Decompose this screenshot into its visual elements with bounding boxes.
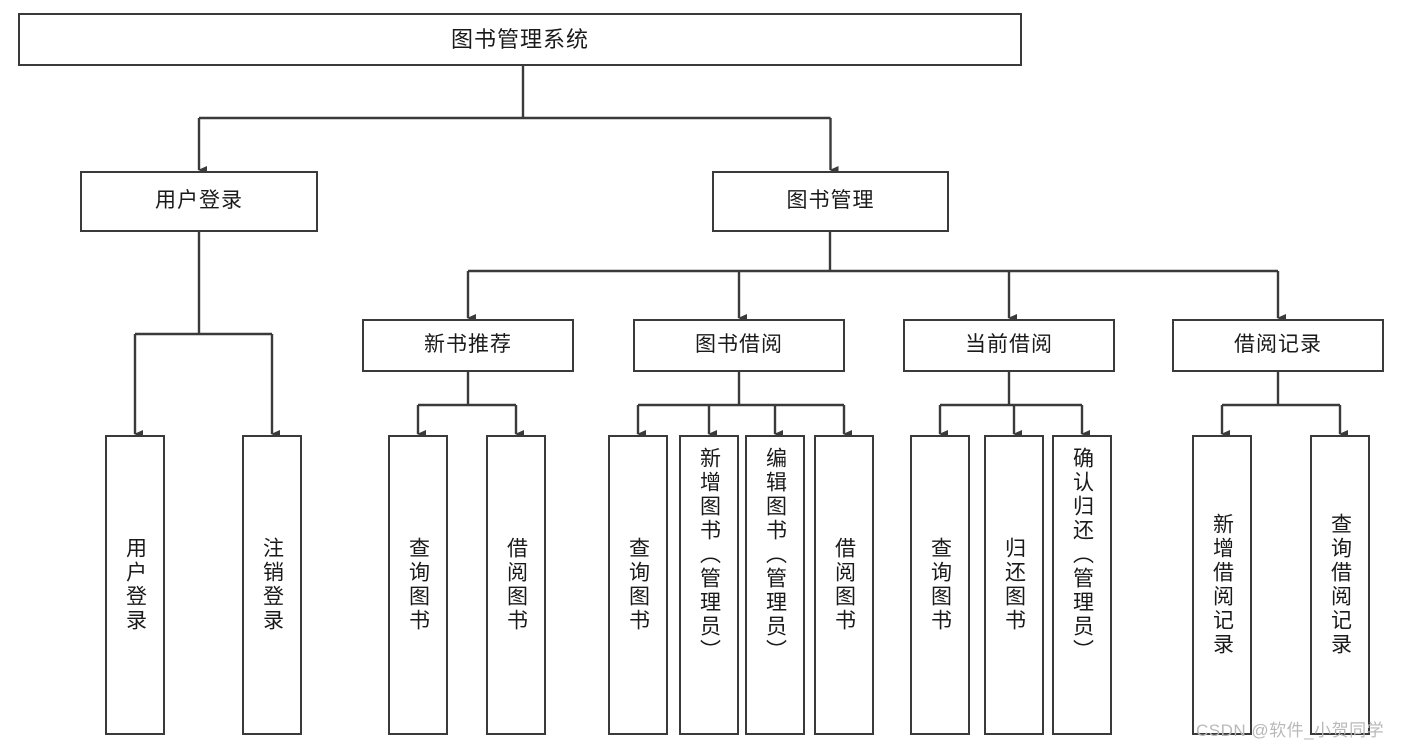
node-leaf-add-record-label: 新增借阅记录 bbox=[1210, 513, 1234, 657]
node-leaf-user-logout[interactable]: 注销登录 bbox=[242, 435, 302, 735]
node-leaf-borrow-book-rec[interactable]: 借阅图书 bbox=[486, 435, 546, 735]
node-leaf-confirm-return-label: 确认归还（管理员） bbox=[1070, 447, 1094, 663]
node-leaf-confirm-return[interactable]: 确认归还（管理员） bbox=[1052, 435, 1112, 735]
node-leaf-edit-book[interactable]: 编辑图书（管理员） bbox=[745, 435, 805, 735]
node-leaf-borrow-book[interactable]: 借阅图书 bbox=[814, 435, 874, 735]
node-current-borrow[interactable]: 当前借阅 bbox=[903, 319, 1115, 372]
node-root-label: 图书管理系统 bbox=[450, 26, 589, 52]
node-leaf-query-book-borrow[interactable]: 查询图书 bbox=[608, 435, 668, 735]
node-borrow-record[interactable]: 借阅记录 bbox=[1172, 319, 1384, 372]
node-leaf-borrow-book-label: 借阅图书 bbox=[832, 537, 856, 633]
node-leaf-edit-book-label: 编辑图书（管理员） bbox=[763, 447, 787, 663]
node-book-borrow[interactable]: 图书借阅 bbox=[633, 319, 845, 372]
node-leaf-return-book[interactable]: 归还图书 bbox=[984, 435, 1044, 735]
node-current-borrow-label: 当前借阅 bbox=[965, 333, 1053, 357]
node-leaf-query-book-cur-label: 查询图书 bbox=[928, 537, 952, 633]
node-leaf-query-record[interactable]: 查询借阅记录 bbox=[1310, 435, 1370, 735]
node-user-login[interactable]: 用户登录 bbox=[80, 171, 318, 232]
node-borrow-record-label: 借阅记录 bbox=[1234, 333, 1322, 357]
node-book-manage[interactable]: 图书管理 bbox=[712, 171, 949, 232]
node-book-manage-label: 图书管理 bbox=[786, 189, 875, 213]
node-leaf-query-book-rec[interactable]: 查询图书 bbox=[388, 435, 448, 735]
node-leaf-add-record[interactable]: 新增借阅记录 bbox=[1192, 435, 1252, 735]
node-leaf-borrow-book-rec-label: 借阅图书 bbox=[504, 537, 528, 633]
node-user-login-label: 用户登录 bbox=[155, 189, 243, 213]
node-new-book-recommend-label: 新书推荐 bbox=[424, 333, 512, 357]
node-book-borrow-label: 图书借阅 bbox=[695, 333, 783, 357]
node-leaf-query-book-borrow-label: 查询图书 bbox=[626, 537, 650, 633]
node-leaf-query-book-cur[interactable]: 查询图书 bbox=[910, 435, 970, 735]
node-leaf-user-logout-label: 注销登录 bbox=[260, 537, 284, 633]
node-leaf-user-login[interactable]: 用户登录 bbox=[105, 435, 165, 735]
node-leaf-query-book-rec-label: 查询图书 bbox=[406, 537, 430, 633]
node-root[interactable]: 图书管理系统 bbox=[18, 13, 1022, 66]
node-leaf-return-book-label: 归还图书 bbox=[1002, 537, 1026, 633]
node-leaf-query-record-label: 查询借阅记录 bbox=[1328, 513, 1352, 657]
node-new-book-recommend[interactable]: 新书推荐 bbox=[362, 319, 574, 372]
watermark-csdn: CSDN @软件_小贺同学 bbox=[1196, 721, 1385, 740]
node-leaf-user-login-label: 用户登录 bbox=[123, 537, 147, 633]
node-leaf-add-book-label: 新增图书（管理员） bbox=[697, 447, 721, 663]
node-leaf-add-book[interactable]: 新增图书（管理员） bbox=[679, 435, 739, 735]
